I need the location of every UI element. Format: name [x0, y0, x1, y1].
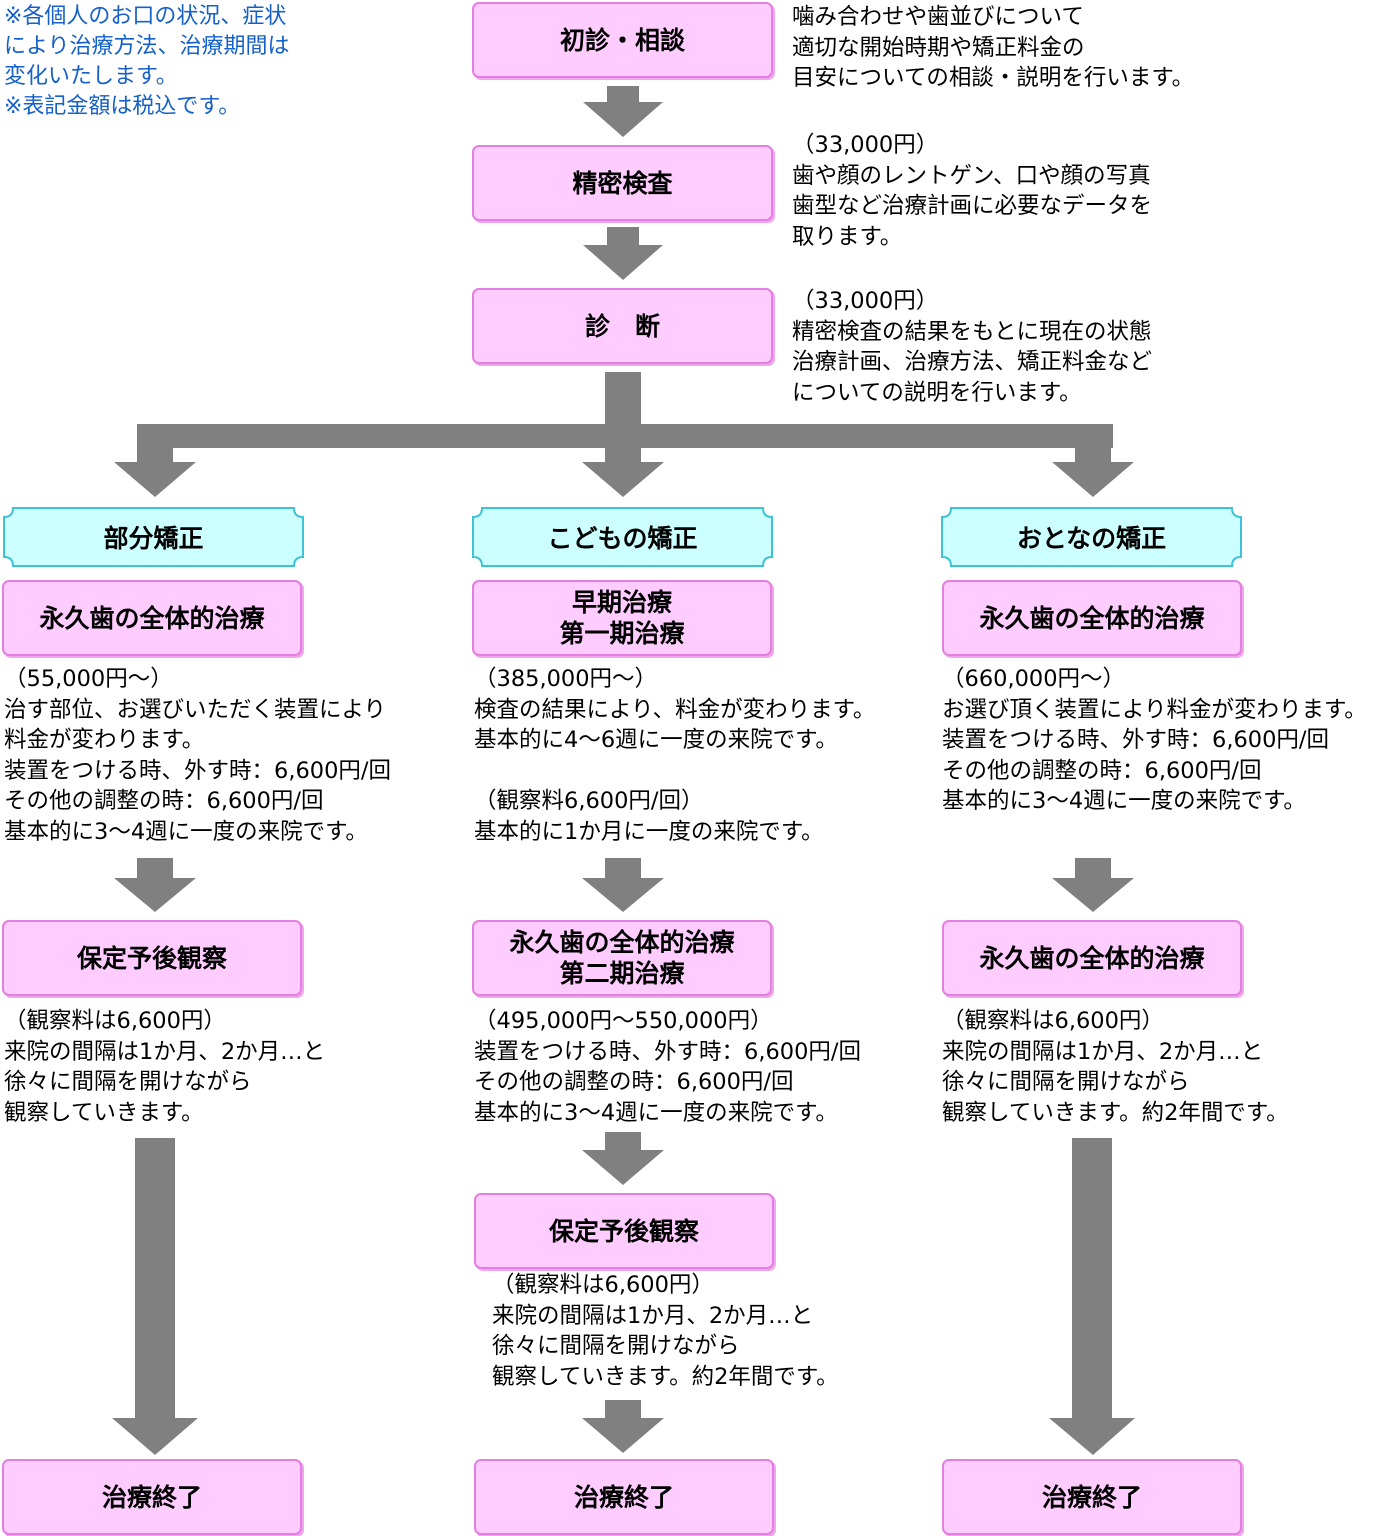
arrow-exam-to-diagnosis: [583, 227, 663, 280]
partial-treatment-1: 永久歯の全体的治療: [2, 580, 302, 656]
category-partial-frame: [3, 507, 304, 567]
category-partial: 部分矯正: [2, 506, 305, 568]
adult-treatment-2: 永久歯の全体的治療: [942, 920, 1242, 996]
adult-desc-1: （660,000円～） お選び頂く装置により料金が変わります。 装置をつける時、…: [942, 666, 1367, 814]
category-child-label: こどもの矯正: [547, 524, 698, 553]
category-child-frame: [472, 507, 773, 567]
step-exam-desc: （33,000円） 歯や顔のレントゲン、口や顔の写真 歯型など治療計画に必要なデ…: [792, 132, 1153, 250]
child-desc-2: （495,000円～550,000円） 装置をつける時、外す時：6,600円/回…: [474, 1008, 861, 1126]
step-diagnosis-desc: （33,000円） 精密検査の結果をもとに現在の状態 治療計画、治療方法、矯正料…: [792, 288, 1153, 406]
category-adult-label: おとなの矯正: [1016, 524, 1167, 553]
arrow-to-adult: [1052, 424, 1134, 497]
child-desc-1: （385,000円～） 検査の結果により、料金が変わります。 基本的に4～6週に…: [474, 666, 876, 845]
adult-desc-2: （観察料は6,600円） 来院の間隔は1か月、2か月…と 徐々に間隔を開けながら…: [942, 1008, 1289, 1126]
category-partial-label: 部分矯正: [103, 524, 204, 553]
step-exam: 精密検査: [472, 145, 773, 221]
partial-end: 治療終了: [2, 1459, 302, 1535]
category-child: こどもの矯正: [471, 506, 774, 568]
category-adult: おとなの矯正: [940, 506, 1243, 568]
partial-desc-1: （55,000円～） 治す部位、お選びいただく装置により 料金が変わります。 装…: [4, 666, 391, 845]
arrow-adult-2: [1049, 1138, 1135, 1455]
child-treatment-3: 保定予後観察: [474, 1193, 774, 1269]
adult-end: 治療終了: [942, 1459, 1242, 1535]
partial-treatment-2: 保定予後観察: [2, 920, 302, 996]
child-treatment-2: 永久歯の全体的治療 第二期治療: [472, 920, 772, 996]
arrow-child-1: [582, 858, 664, 912]
category-adult-frame: [941, 507, 1242, 567]
arrow-partial-1: [114, 858, 196, 912]
step-consult-desc: 噛み合わせや歯並びについて 適切な開始時期や矯正料金の 目安についての相談・説明…: [792, 4, 1195, 91]
arrow-to-partial: [114, 424, 196, 497]
disclaimer-note: ※各個人のお口の状況、症状 により治療方法、治療期間は 変化いたします。 ※表記…: [4, 4, 290, 119]
arrow-child-2: [582, 1132, 664, 1185]
child-end: 治療終了: [474, 1459, 774, 1535]
arrow-partial-2: [112, 1138, 198, 1455]
child-desc-3: （観察料は6,600円） 来院の間隔は1か月、2か月…と 徐々に間隔を開けながら…: [492, 1272, 839, 1390]
arrow-to-child: [582, 440, 664, 497]
child-treatment-1: 早期治療 第一期治療: [472, 580, 772, 656]
arrow-adult-1: [1052, 858, 1134, 912]
adult-treatment-1: 永久歯の全体的治療: [942, 580, 1242, 656]
arrow-consult-to-exam: [583, 86, 663, 137]
step-diagnosis: 診 断: [472, 288, 773, 364]
step-consult: 初診・相談: [472, 2, 773, 78]
partial-desc-2: （観察料は6,600円） 来院の間隔は1か月、2か月…と 徐々に間隔を開けながら…: [4, 1008, 326, 1126]
arrow-child-3: [582, 1400, 664, 1453]
